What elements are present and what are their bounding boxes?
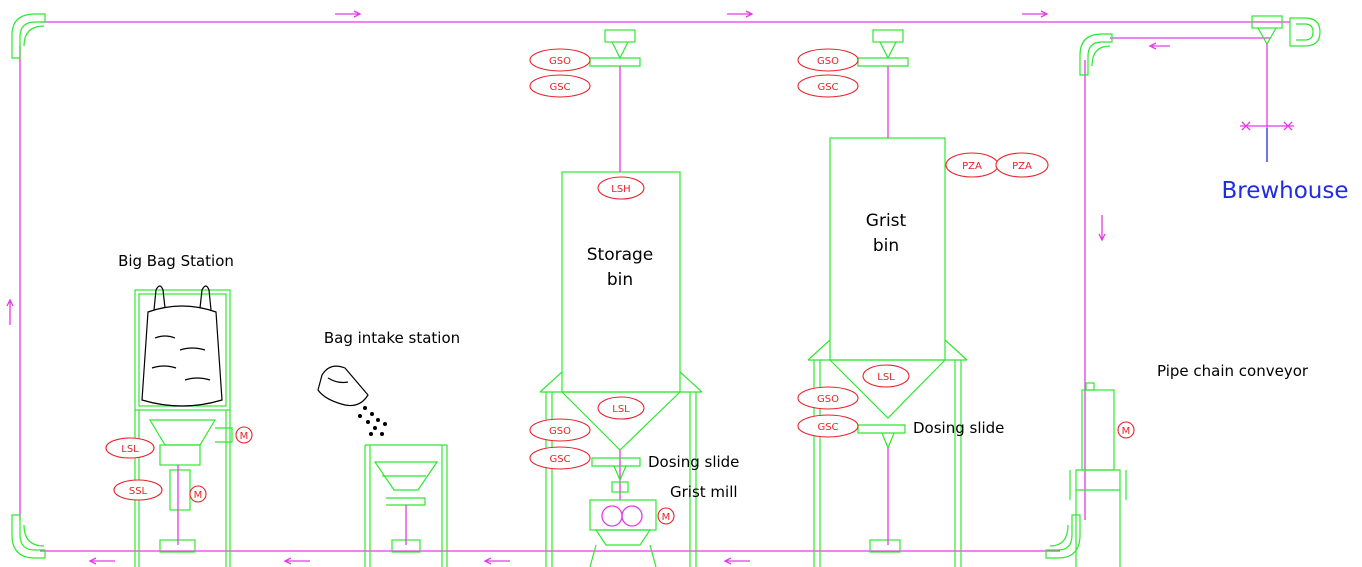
- grain-pellets: [358, 406, 387, 436]
- ssl-instrument-big-bag: SSL: [113, 479, 163, 501]
- gso-gsc-bottom-grist: GSO GSC: [797, 386, 859, 438]
- dosing-slide-label-1: Dosing slide: [648, 453, 739, 471]
- mill-rollers: [601, 505, 643, 527]
- gso-gsc-top-storage: GSO GSC: [529, 48, 591, 98]
- lsh-instrument-storage: LSH: [597, 176, 645, 200]
- dosing-slide-valve-1: [591, 457, 641, 482]
- svg-text:GSO: GSO: [549, 426, 571, 437]
- lsl-instrument-grist: LSL: [862, 364, 910, 388]
- pipe-chain-conveyor-label: Pipe chain conveyor: [1157, 362, 1309, 380]
- svg-text:M: M: [240, 431, 249, 442]
- corner-bend-bottom-left: [11, 514, 46, 559]
- motor-big-bag-1: M: [235, 426, 253, 444]
- pipe-chain-conveyor: M: [1069, 382, 1135, 567]
- svg-text:LSH: LSH: [611, 184, 630, 195]
- big-bag-station-label: Big Bag Station: [118, 252, 234, 270]
- svg-text:PZA: PZA: [1012, 161, 1032, 172]
- grist-bin-label-2: bin: [873, 236, 899, 256]
- dosing-slide-label-2: Dosing slide: [913, 419, 1004, 437]
- grist-bin: PZA PZA LSL GSO GSC GSO GSC: [797, 29, 1049, 567]
- storage-bin-label-2: bin: [607, 270, 633, 290]
- svg-text:GSC: GSC: [817, 82, 838, 93]
- motor-conveyor: M: [1117, 421, 1135, 439]
- motor-grist-mill: M: [657, 507, 675, 525]
- corner-bend-top-right: [1289, 17, 1321, 47]
- svg-text:M: M: [1122, 426, 1131, 437]
- lsl-instrument-storage: LSL: [597, 396, 645, 420]
- grist-mill: M: [589, 481, 675, 567]
- pipe-chain-loop: [6, 10, 1290, 565]
- svg-text:PZA: PZA: [962, 161, 982, 172]
- svg-text:M: M: [194, 490, 203, 501]
- gso-gsc-top-grist: GSO GSC: [797, 48, 859, 98]
- storage-bin: LSH LSL GSO GSC GSO GSC: [529, 29, 703, 567]
- grist-mill-label: Grist mill: [670, 483, 738, 501]
- big-bag-sack: [141, 285, 223, 407]
- svg-text:SSL: SSL: [129, 486, 148, 497]
- motor-big-bag-2: M: [189, 485, 207, 503]
- brewhouse-outlet: [1240, 15, 1294, 162]
- big-bag-station: M LSL SSL M: [105, 285, 253, 567]
- svg-text:GSO: GSO: [817, 56, 839, 67]
- svg-text:GSC: GSC: [817, 422, 838, 433]
- svg-text:LSL: LSL: [877, 372, 895, 383]
- flow-arrows: [6, 10, 1170, 565]
- lsl-instrument-big-bag: LSL: [105, 437, 155, 459]
- svg-text:GSC: GSC: [549, 82, 570, 93]
- svg-text:GSC: GSC: [549, 454, 570, 465]
- brewhouse-label: Brewhouse: [1221, 178, 1348, 204]
- gso-gsc-bottom-storage: GSO GSC: [529, 418, 591, 470]
- corner-bend-conveyor-bottom: [1045, 514, 1081, 559]
- valve-marker: [1240, 121, 1294, 131]
- svg-text:M: M: [662, 512, 671, 523]
- storage-bin-label-1: Storage: [587, 245, 654, 265]
- bag-sack-icon: [317, 365, 369, 407]
- pza-instrument-1: PZA: [945, 152, 999, 178]
- pza-instrument-2: PZA: [995, 152, 1049, 178]
- svg-text:GSO: GSO: [549, 56, 571, 67]
- corner-bend-top-left: [11, 13, 46, 59]
- grist-bin-label-1: Grist: [866, 211, 907, 231]
- svg-text:LSL: LSL: [121, 444, 139, 455]
- bag-intake-station: [317, 365, 448, 567]
- corner-bend-conveyor-top: [1079, 33, 1113, 76]
- bag-intake-station-label: Bag intake station: [324, 329, 460, 347]
- svg-text:LSL: LSL: [612, 404, 630, 415]
- corner-bends: [11, 13, 1321, 559]
- svg-text:GSO: GSO: [817, 394, 839, 405]
